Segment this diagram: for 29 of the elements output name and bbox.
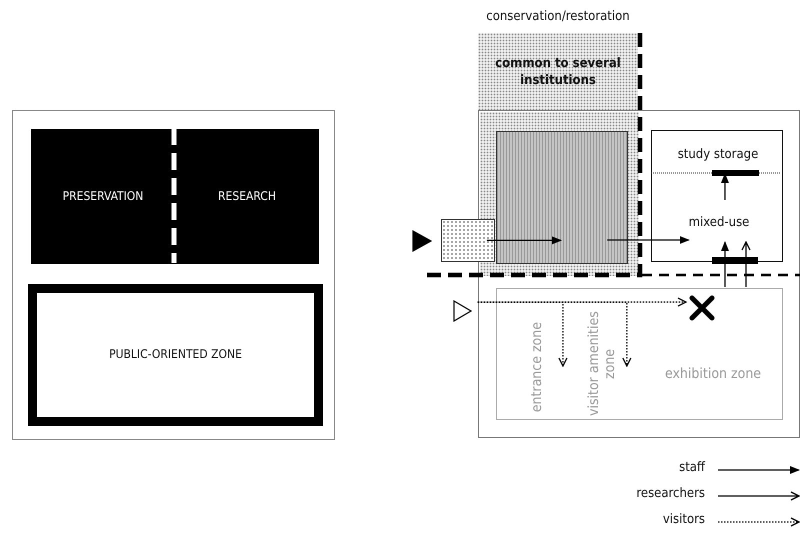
plan-outline	[12, 110, 335, 440]
arrow	[486, 236, 562, 244]
zone-heading: conservation/restoration	[485, 9, 631, 24]
arrow	[478, 302, 632, 367]
legend-label: visitors	[662, 512, 705, 527]
building-outline	[478, 110, 800, 438]
zone-label: visitor amenities zone	[586, 310, 618, 418]
entry-room	[441, 219, 495, 262]
zone-label: PRESERVATION	[62, 190, 144, 204]
arrow	[607, 236, 690, 244]
exhibition-area	[496, 288, 783, 420]
zone-label: PUBLIC-ORIENTED ZONE	[109, 348, 242, 362]
zone-box	[31, 129, 175, 264]
zone-box	[175, 129, 319, 264]
storage-room	[651, 130, 783, 262]
legend-label: researchers	[636, 486, 705, 501]
arrow	[721, 241, 729, 287]
zone-label: RESEARCH	[218, 190, 276, 204]
zone-label: exhibition zone	[664, 366, 762, 382]
legend-label: staff	[679, 460, 705, 475]
room-label: study storage	[678, 148, 758, 162]
arrow	[720, 173, 729, 200]
hatched-room	[496, 131, 628, 264]
zone-note: common to several institutions	[494, 55, 622, 89]
zone-box	[28, 284, 323, 426]
shared-zone	[480, 112, 639, 276]
room-label: mixed-use	[688, 216, 750, 230]
arrow	[741, 241, 751, 287]
zone-label: entrance zone	[528, 322, 546, 412]
